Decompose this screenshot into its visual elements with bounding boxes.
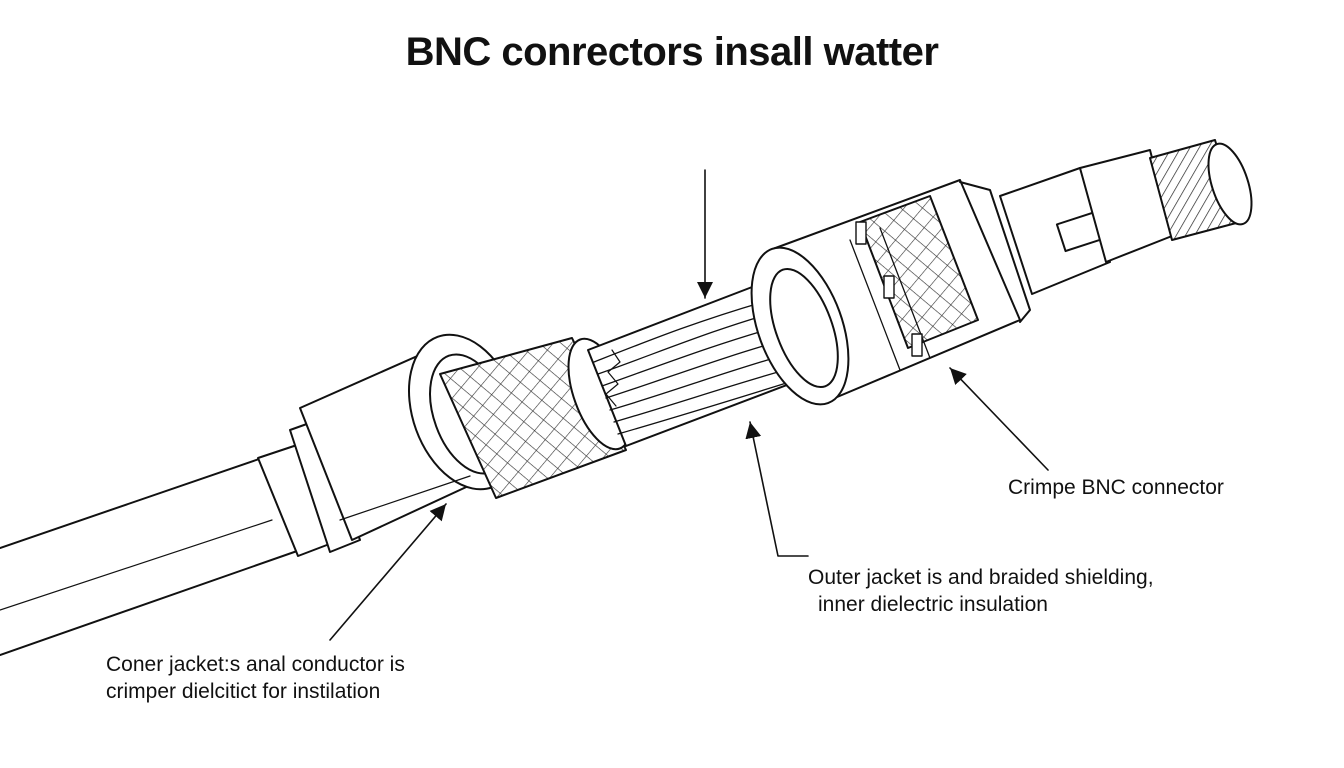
coner-jacket-arrow — [329, 503, 447, 641]
label-outer-line-1: Outer jacket is and braided shielding, — [808, 566, 1154, 589]
connector-body — [750, 179, 1031, 406]
outer-jacket-arrow — [745, 421, 809, 557]
label-coner-jacket: Coner jacket:s anal conductor is crimper… — [106, 651, 405, 705]
label-crimp-text: Crimpe BNC connector — [1008, 476, 1224, 499]
callout-arrows — [329, 169, 1049, 641]
label-coner-line-2: crimper dielcitict for instilation — [106, 680, 381, 703]
label-outer-jacket: Outer jacket is and braided shielding, i… — [808, 564, 1154, 618]
diagram-title: BNC conrectors insall watter — [405, 30, 939, 74]
label-crimp-connector: Crimpe BNC connector — [1008, 474, 1224, 501]
bayonet-sleeve — [999, 139, 1253, 295]
label-coner-line-1: Coner jacket:s anal conductor is — [106, 653, 405, 676]
label-outer-line-2: inner dielectric insulation — [818, 593, 1048, 616]
cable-outer-jacket — [0, 457, 301, 656]
crimp-arrow — [949, 367, 1049, 471]
